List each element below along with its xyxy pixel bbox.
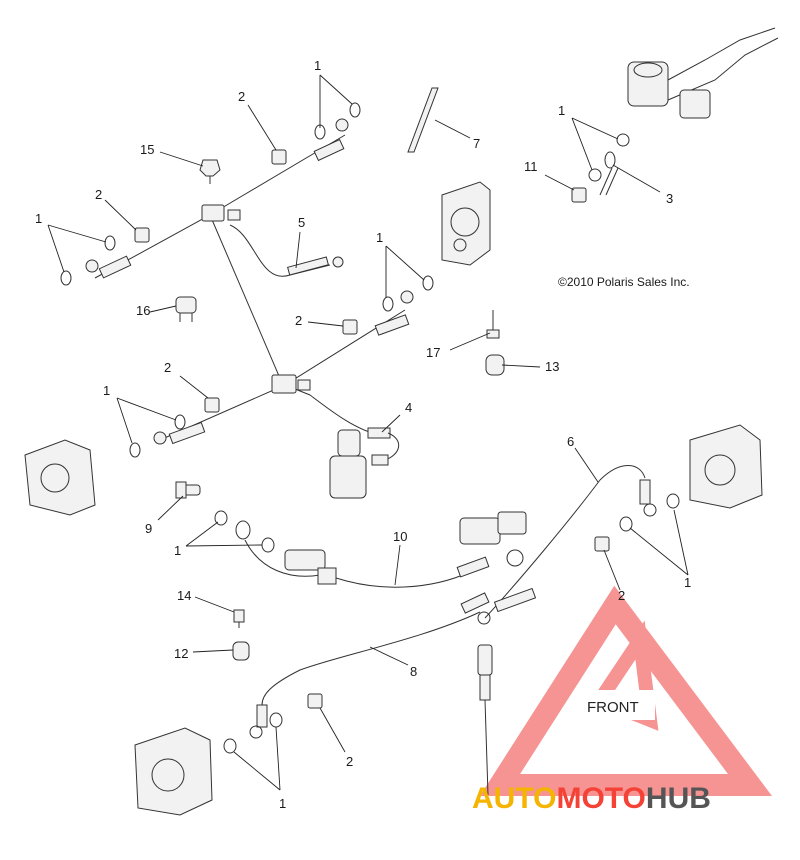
hose-6: [484, 465, 657, 619]
upper-brake-lines: [94, 134, 406, 441]
callout-2: 2: [618, 588, 625, 603]
callout-1: 1: [684, 575, 691, 590]
caliper-rear-left: [24, 439, 96, 516]
callout-1: 1: [174, 543, 181, 558]
leader-lines: [47, 74, 689, 791]
callout-15: 15: [140, 142, 154, 157]
callout-14: 14: [177, 588, 191, 603]
banjo-bolts: [134, 149, 610, 709]
bleeder-9: [175, 481, 201, 499]
hose-end-mid-left: [153, 421, 206, 445]
bolt-14: [233, 609, 245, 628]
callout-1: 1: [314, 58, 321, 73]
callout-6: 6: [567, 434, 574, 449]
callout-1: 1: [279, 796, 286, 811]
callout-9: 9: [145, 521, 152, 536]
callout-13: 13: [545, 359, 559, 374]
callout-7: 7: [473, 136, 480, 151]
hose-end-upper-right: [313, 118, 349, 162]
callout-5: 5: [298, 215, 305, 230]
tee-fitting-upper: [201, 204, 241, 222]
callout-2: 2: [238, 89, 245, 104]
clip-13: [485, 354, 505, 376]
callout-2: 2: [346, 754, 353, 769]
caliper-front-left: [441, 181, 491, 266]
callout-2: 2: [295, 313, 302, 328]
hose-8: [249, 592, 491, 739]
callout-1: 1: [376, 230, 383, 245]
fitting-3: [599, 151, 619, 196]
master-cylinder: [627, 27, 779, 119]
callout-10: 10: [393, 529, 407, 544]
callout-1: 1: [35, 211, 42, 226]
strap-7: [407, 87, 439, 153]
caliper-rear-bottom: [134, 727, 213, 816]
callout-11: 11: [524, 159, 538, 174]
callout-1: 1: [558, 103, 565, 118]
hose-end-upper-left: [85, 255, 132, 279]
front-label: FRONT: [587, 699, 639, 716]
clip-16: [175, 296, 197, 322]
tee-fitting-lower: [271, 374, 311, 394]
callout-16: 16: [136, 303, 150, 318]
brand-hub: HUB: [646, 782, 711, 815]
caliper-front-right: [689, 424, 763, 509]
callout-1: 1: [103, 383, 110, 398]
callouts: 1 2 15 2 1 5 1 2 16 2 1 4 7 1 11 3 ©2010…: [35, 58, 691, 811]
bolt-15: [199, 159, 221, 184]
hose-end-mid-right: [374, 290, 414, 336]
washers: [60, 102, 680, 754]
callout-17: 17: [426, 345, 440, 360]
brand-moto: MOTO: [556, 782, 645, 815]
sensor-rod: [477, 644, 493, 796]
valve-4: [329, 427, 399, 499]
brand-wordmark: AUTOMOTOHUB: [472, 782, 711, 815]
callout-3: 3: [666, 191, 673, 206]
copyright-notice: ©2010 Polaris Sales Inc.: [558, 275, 690, 289]
clamp-12: [232, 641, 250, 661]
callout-8: 8: [410, 664, 417, 679]
callout-2: 2: [164, 360, 171, 375]
automotohub-logo: [479, 585, 772, 796]
callout-4: 4: [405, 400, 412, 415]
brand-auto: AUTO: [472, 782, 556, 815]
callout-12: 12: [174, 646, 188, 661]
line-10: [235, 511, 527, 588]
callout-2: 2: [95, 187, 102, 202]
line-5-end: [287, 256, 344, 276]
